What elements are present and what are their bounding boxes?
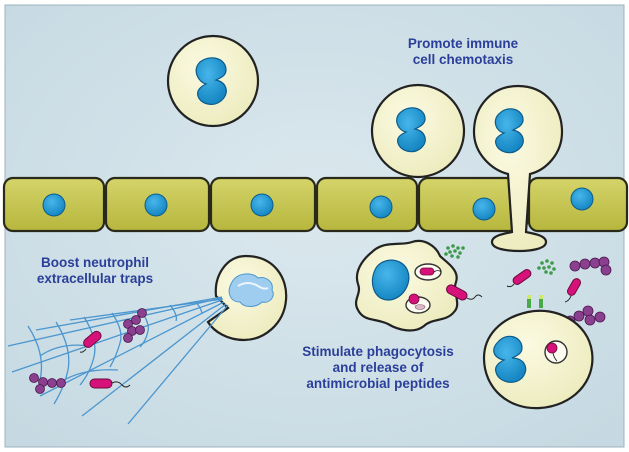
receptor (539, 298, 543, 308)
bacteria-chain (29, 373, 66, 394)
immune-cell-transmigrating (472, 84, 564, 253)
bacteria-chain (123, 308, 147, 343)
bacterium-engulfed (546, 342, 558, 354)
multilobed-nucleus (396, 107, 426, 153)
bacterium (89, 378, 131, 389)
label-net-line-1: Boost neutrophil (41, 255, 149, 270)
epithelial-nucleus (144, 193, 168, 217)
bacteria-chain (569, 256, 612, 276)
neutrophil-phagocytosing (482, 295, 594, 410)
label-chemotaxis: Promote immune cell chemotaxis (388, 36, 538, 68)
bacterium (564, 278, 581, 303)
bacterium (446, 284, 483, 301)
macrophage (354, 239, 459, 332)
label-chemotaxis-line-1: Promote immune (407, 36, 519, 51)
label-phagocytosis-line-2: and release of (332, 360, 424, 375)
label-net: Boost neutrophil extracellular traps (14, 255, 176, 287)
multilobed-nucleus (493, 335, 527, 383)
multilobed-nucleus (195, 57, 227, 105)
epithelial-nucleus (42, 193, 66, 217)
epithelial-nucleus (570, 187, 594, 211)
neutrophil-net-releasing (206, 254, 288, 342)
epithelial-nucleus (472, 197, 496, 221)
macrophage-nucleus (371, 259, 410, 301)
antimicrobial-granules (444, 244, 556, 275)
label-phagocytosis-line-1: Stimulate phagocytosis (302, 344, 454, 359)
epithelium-layer (2, 176, 629, 233)
bacterium-engulfed (419, 267, 435, 276)
immune-cell-adhering (370, 83, 466, 179)
receptor (527, 298, 531, 308)
epithelial-cell-4 (315, 176, 419, 233)
multilobed-nucleus (494, 108, 524, 154)
label-phagocytosis-line-3: antimicrobial peptides (306, 376, 450, 391)
bacterium-engulfed (408, 293, 420, 305)
epithelial-nucleus (369, 195, 393, 219)
epithelial-nucleus (250, 193, 274, 217)
bacterium (506, 269, 532, 288)
decondensed-chromatin (228, 273, 274, 307)
immune-cell-circulating (166, 34, 260, 128)
bacterium (79, 330, 102, 353)
label-phagocytosis: Stimulate phagocytosis and release of an… (284, 344, 472, 392)
label-net-line-2: extracellular traps (36, 271, 154, 286)
label-chemotaxis-line-2: cell chemotaxis (412, 52, 514, 67)
